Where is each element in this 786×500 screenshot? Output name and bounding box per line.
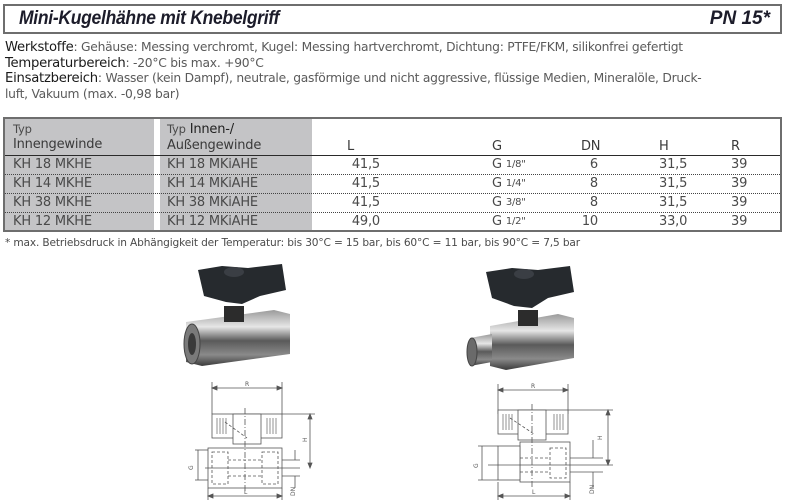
dim-label-DN: DN	[290, 487, 297, 496]
table-row: KH 38 MKHE KH 38 MKiAHE 41,5 G 3/8" 8 31…	[5, 194, 780, 213]
spec-application-cont: luft, Vakuum (max. -0,98 bar)	[5, 86, 180, 101]
page-title: Mini-Kugelhähne mit Knebelgriff	[19, 8, 280, 29]
title-bar: Mini-Kugelhähne mit Knebelgriff PN 15*	[3, 4, 782, 34]
header-typ-innengewinde: Typ Innengewinde	[13, 122, 103, 152]
spec-materials: Werkstoffe: Gehäuse: Messing verchromt, …	[5, 40, 683, 55]
header-G: G	[492, 139, 502, 154]
dim-label-R: R	[531, 383, 535, 390]
header-R: R	[731, 139, 740, 154]
table-row: KH 12 MKHE KH 12 MKiAHE 49,0 G 1/2" 10 3…	[13, 214, 748, 229]
valve-photo-innen-aussengewinde	[466, 266, 574, 370]
table-header: Typ Innengewinde Typ Innen-/ Außengewind…	[5, 119, 780, 156]
table-row: KH 14 MKHE KH 14 MKiAHE 41,5 G 1/4" 8 31…	[5, 175, 780, 194]
header-L: L	[347, 139, 355, 154]
spec-application: Einsatzbereich: Wasser (kein Dampf), neu…	[5, 71, 702, 86]
dim-label-G: G	[473, 463, 480, 468]
technical-drawing-innen-aussengewinde: R H G DN L	[473, 383, 613, 500]
technical-drawing-innengewinde: R H G DN L	[188, 381, 315, 500]
header-DN: DN	[581, 139, 601, 154]
dim-label-G: G	[188, 465, 195, 470]
footnote: * max. Betriebsdruck in Abhängigkeit der…	[5, 237, 580, 249]
dim-label-DN: DN	[589, 485, 596, 494]
dim-label-H: H	[597, 435, 604, 440]
specifications: Werkstoffe: Gehäuse: Messing verchromt, …	[5, 40, 775, 102]
valve-photo-innengewinde	[183, 264, 290, 366]
dim-label-L: L	[244, 489, 248, 496]
dim-label-H: H	[302, 437, 309, 442]
dim-label-R: R	[245, 381, 249, 388]
spec-temperature: Temperaturbereich: -20°C bis max. +90°C	[5, 55, 264, 71]
product-table: Typ Innengewinde Typ Innen-/ Außengewind…	[3, 117, 782, 232]
dim-label-L: L	[532, 489, 536, 496]
header-H: H	[659, 139, 669, 154]
shaded-column-innengewinde	[5, 119, 154, 230]
shaded-column-innen-aussengewinde	[160, 119, 312, 230]
pressure-rating: PN 15*	[709, 8, 770, 29]
table-row: KH 18 MKHE KH 18 MKiAHE 41,5 G 1/8" 6 31…	[5, 156, 780, 175]
header-typ-innen-aussengewinde: Typ Innen-/ Außengewinde	[167, 122, 262, 153]
